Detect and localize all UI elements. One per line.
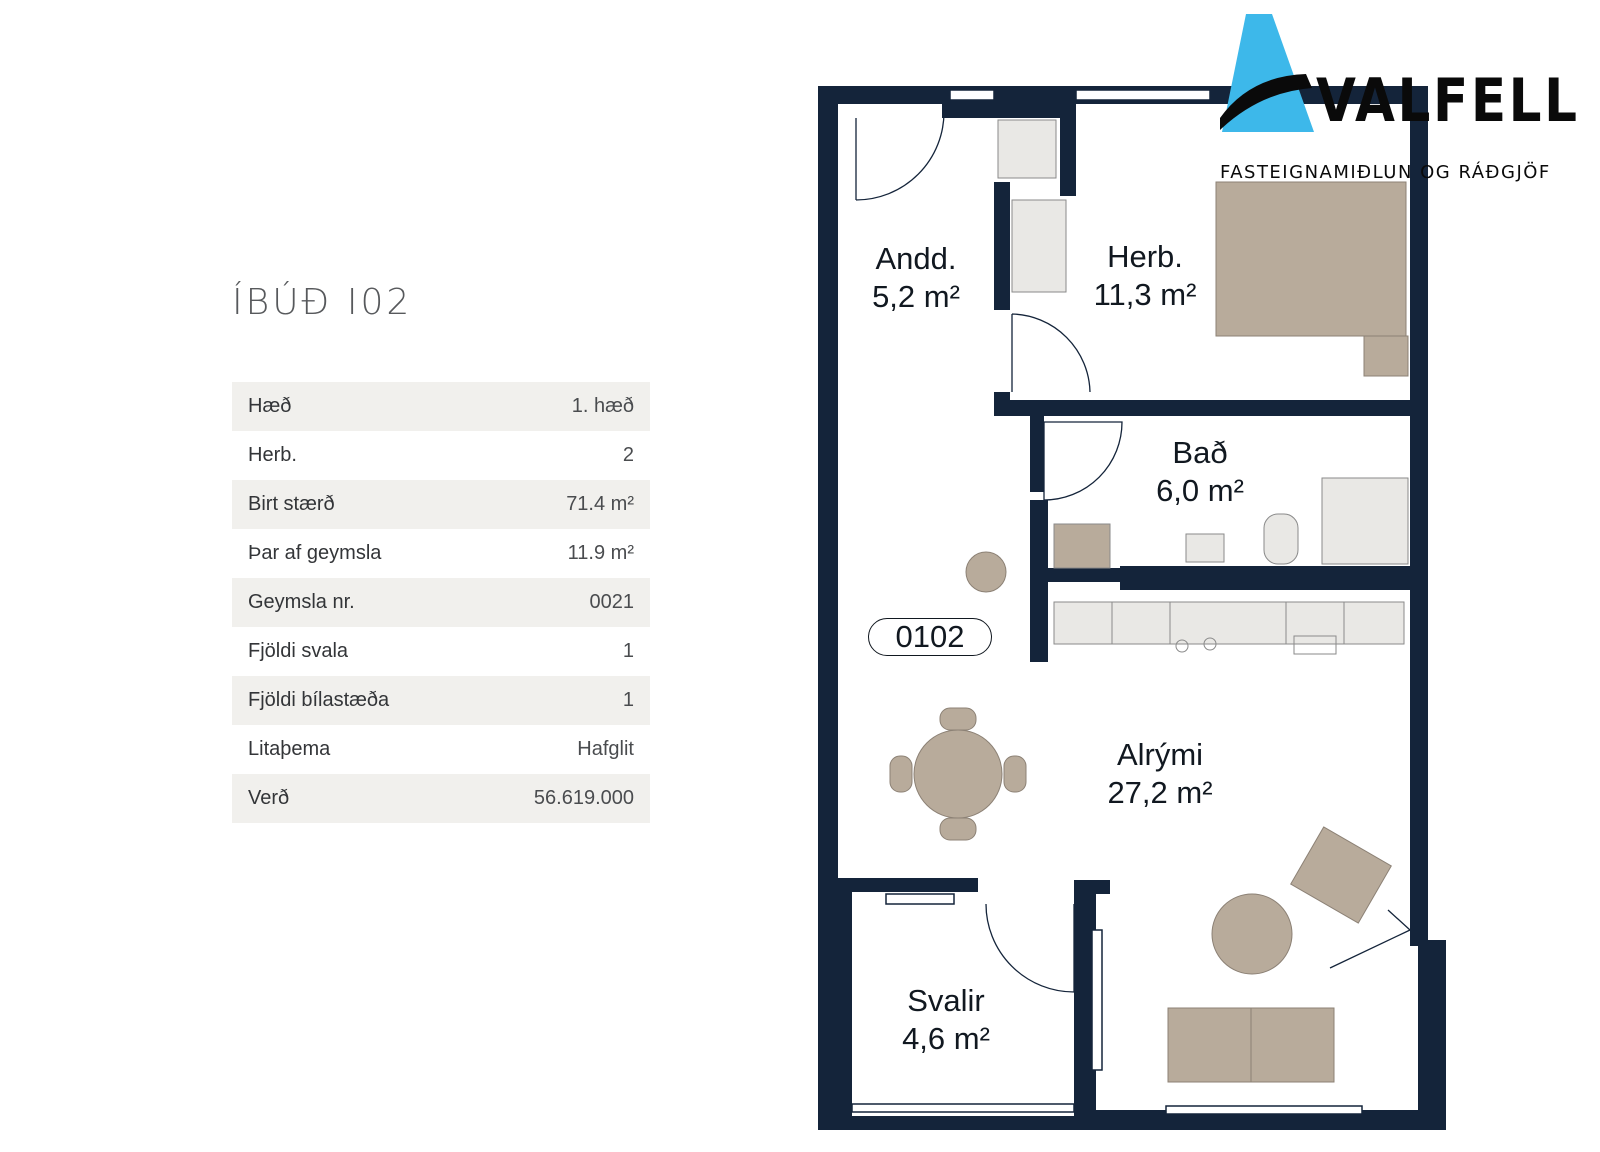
dining-chair-bottom [939, 817, 977, 841]
kitchen-counter [1053, 601, 1405, 645]
window-balcony [885, 893, 955, 905]
wall-hall-top-right [942, 104, 1072, 118]
spec-label: Verð [248, 787, 290, 809]
spec-row-storage-number: Geymsla nr. 0021 [232, 578, 650, 627]
spec-row-storage-size: Þar af geymsla 11.9 m² [232, 529, 650, 578]
spec-value: 2 [622, 444, 634, 466]
room-name: Bað [1172, 435, 1228, 470]
room-area: 5,2 m² [872, 279, 960, 314]
nightstand [1363, 335, 1409, 377]
stool [965, 551, 1007, 593]
window-balcony-bottom [851, 1103, 1075, 1113]
logo-wordmark: VALFELL [1316, 66, 1580, 136]
wall-bedroom-post [1060, 104, 1076, 196]
wall-bottom-balcony [818, 1116, 1088, 1130]
room-label-hall: Andd. 5,2 m² [846, 240, 986, 316]
furniture [889, 181, 1409, 1083]
spec-label: Birt stærð [248, 493, 335, 515]
windows [851, 89, 1363, 1115]
spec-row-floor: Hæð 1. hæð [232, 382, 650, 431]
door-swings [855, 111, 1411, 993]
valfell-logo: VALFELL FASTEIGNAMIÐLUN OG RÁÐGJÖF [1220, 14, 1590, 189]
spec-value: 1 [622, 640, 634, 662]
spec-row-parking: Fjöldi bílastæða 1 [232, 676, 650, 725]
spec-label: Geymsla nr. [248, 591, 355, 613]
spec-value: 1 [622, 689, 634, 711]
spec-row-balconies: Fjöldi svala 1 [232, 627, 650, 676]
window-living-bottom [1165, 1105, 1363, 1115]
kitchen-details [1111, 602, 1345, 655]
window-bedroom [1075, 89, 1211, 101]
wall-bedroom-left [994, 182, 1010, 310]
wall-bath-left-lower [1030, 500, 1048, 662]
armchair [1290, 826, 1392, 924]
wall-balcony-left [838, 892, 852, 1116]
spec-row-rooms: Herb. 2 [232, 431, 650, 480]
dining-chair-right [1003, 755, 1027, 793]
specs-table: Hæð 1. hæð Herb. 2 Birt stærð 71.4 m² Þa… [232, 382, 650, 823]
wall-balcony-right-top [1074, 880, 1110, 894]
spec-row-color-theme: Litaþema Hafglit [232, 725, 650, 774]
wall-balcony-top [818, 878, 978, 892]
room-name: Herb. [1107, 239, 1183, 274]
room-area: 4,6 m² [902, 1021, 990, 1056]
logo-tagline: FASTEIGNAMIÐLUN OG RÁÐGJÖF [1220, 162, 1551, 183]
toilet [1263, 513, 1299, 565]
bed [1215, 181, 1407, 337]
unit-number-tag: 0102 [868, 618, 992, 656]
room-area: 27,2 m² [1107, 775, 1213, 810]
appliance [1053, 523, 1111, 569]
wall-bottom [1088, 1110, 1446, 1130]
door-entry [855, 111, 945, 201]
coffee-table [1211, 893, 1293, 975]
room-area: 11,3 m² [1093, 277, 1197, 312]
window-hall [949, 89, 995, 101]
wardrobe-hall [997, 119, 1057, 179]
room-label-living: Alrými 27,2 m² [1080, 736, 1240, 812]
wardrobe-bedroom [1011, 199, 1067, 293]
wall-balcony-right [1074, 880, 1096, 1130]
mountain-icon [1220, 14, 1314, 132]
wall-right [1410, 86, 1428, 946]
wall-left [818, 86, 838, 1130]
room-label-bathroom: Bað 6,0 m² [1130, 434, 1270, 510]
room-name: Andd. [875, 241, 957, 276]
dining-chair-left [889, 755, 913, 793]
vanity [1185, 533, 1225, 563]
spec-value: 56.619.000 [533, 787, 634, 809]
spec-label: Fjöldi svala [248, 640, 349, 662]
dining-table [913, 729, 1003, 819]
door-balcony [985, 903, 1075, 993]
apartment-title: ÍBÚÐ I02 [232, 282, 413, 323]
door-bedroom [1011, 313, 1091, 393]
spec-value: 1. hæð [571, 395, 634, 417]
spec-label: Litaþema [248, 738, 331, 760]
door-living-right [1329, 909, 1411, 969]
wall-bedroom-bottom [994, 400, 1410, 416]
room-label-balcony: Svalir 4,6 m² [876, 982, 1016, 1058]
room-name: Svalir [907, 983, 985, 1018]
spec-label: Hæð [248, 395, 292, 417]
spec-value: 0021 [589, 591, 635, 613]
interior-walls [818, 104, 1410, 1130]
spec-label: Fjöldi bílastæða [248, 689, 390, 711]
door-bath [1043, 421, 1123, 501]
window-balcony-side [1091, 929, 1103, 1071]
wall-bath-left [1030, 416, 1044, 492]
wall-kitchen-counter [1120, 566, 1410, 590]
room-label-bedroom: Herb. 11,3 m² [1070, 238, 1220, 314]
wall-right-lower [1418, 940, 1446, 1130]
spec-value: 11.9 m² [567, 542, 634, 564]
room-area: 6,0 m² [1156, 473, 1244, 508]
spec-row-size: Birt stærð 71.4 m² [232, 480, 650, 529]
spec-label: Þar af geymsla [248, 542, 382, 564]
spec-row-price: Verð 56.619.000 [232, 774, 650, 823]
spec-label: Herb. [248, 444, 297, 466]
spec-value: Hafglit [577, 738, 634, 760]
dining-chair-top [939, 707, 977, 731]
shower [1321, 477, 1409, 565]
spec-value: 71.4 m² [566, 493, 634, 515]
room-name: Alrými [1116, 737, 1204, 772]
